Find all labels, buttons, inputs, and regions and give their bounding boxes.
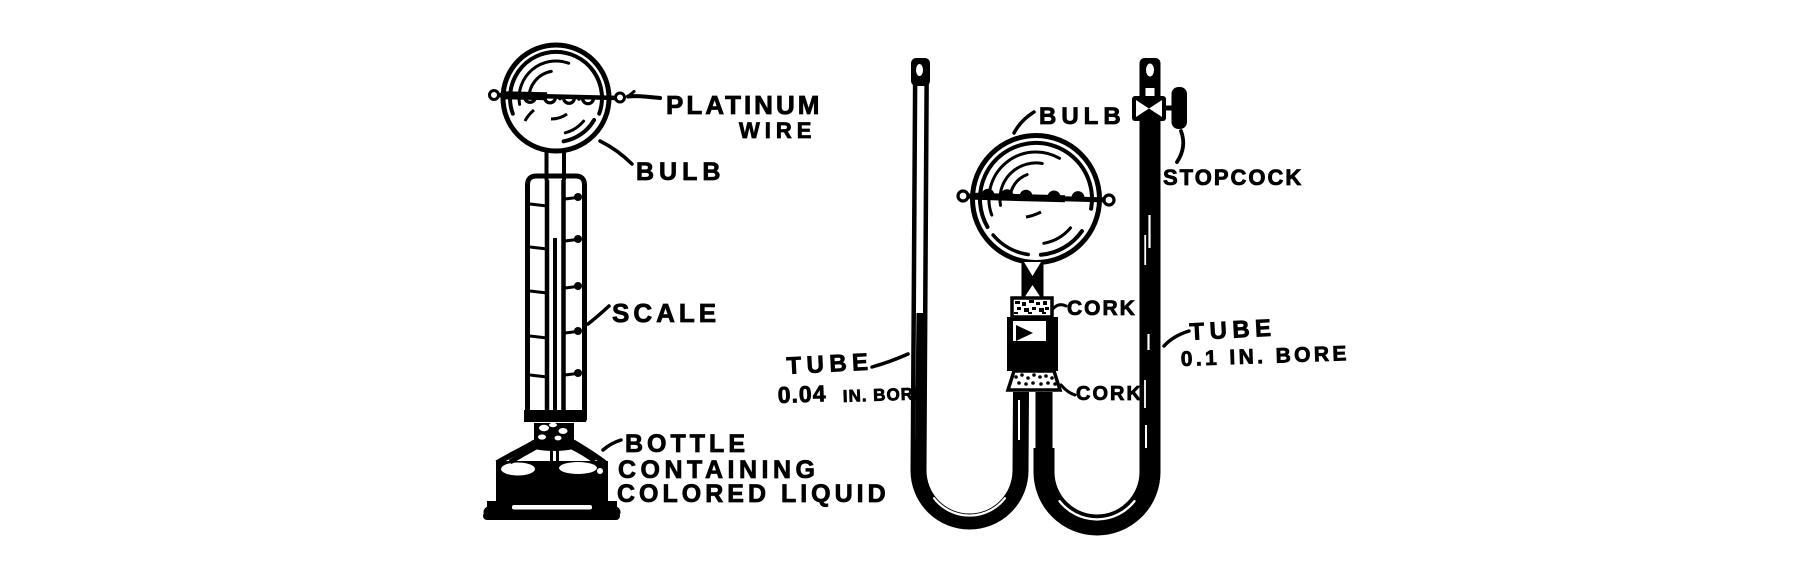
svg-text:BULB: BULB — [1039, 103, 1126, 130]
svg-text:IN. BORE: IN. BORE — [842, 384, 926, 406]
svg-text:STOPCOCK: STOPCOCK — [1163, 165, 1303, 190]
svg-text:BULB: BULB — [636, 158, 725, 186]
svg-text:COLORED LIQUID: COLORED LIQUID — [617, 480, 890, 508]
svg-text:CORK: CORK — [1076, 383, 1143, 405]
svg-text:SCALE: SCALE — [612, 298, 720, 328]
svg-text:0.04: 0.04 — [777, 380, 827, 408]
svg-text:PLATINUM: PLATINUM — [666, 90, 822, 120]
svg-text:WIRE: WIRE — [739, 118, 816, 143]
svg-text:TUBE: TUBE — [786, 348, 874, 380]
svg-text:BOTTLE: BOTTLE — [625, 430, 749, 458]
svg-text:CORK: CORK — [1067, 297, 1137, 320]
svg-text:CONTAINING: CONTAINING — [618, 456, 819, 484]
svg-text:TUBE: TUBE — [1189, 314, 1277, 346]
